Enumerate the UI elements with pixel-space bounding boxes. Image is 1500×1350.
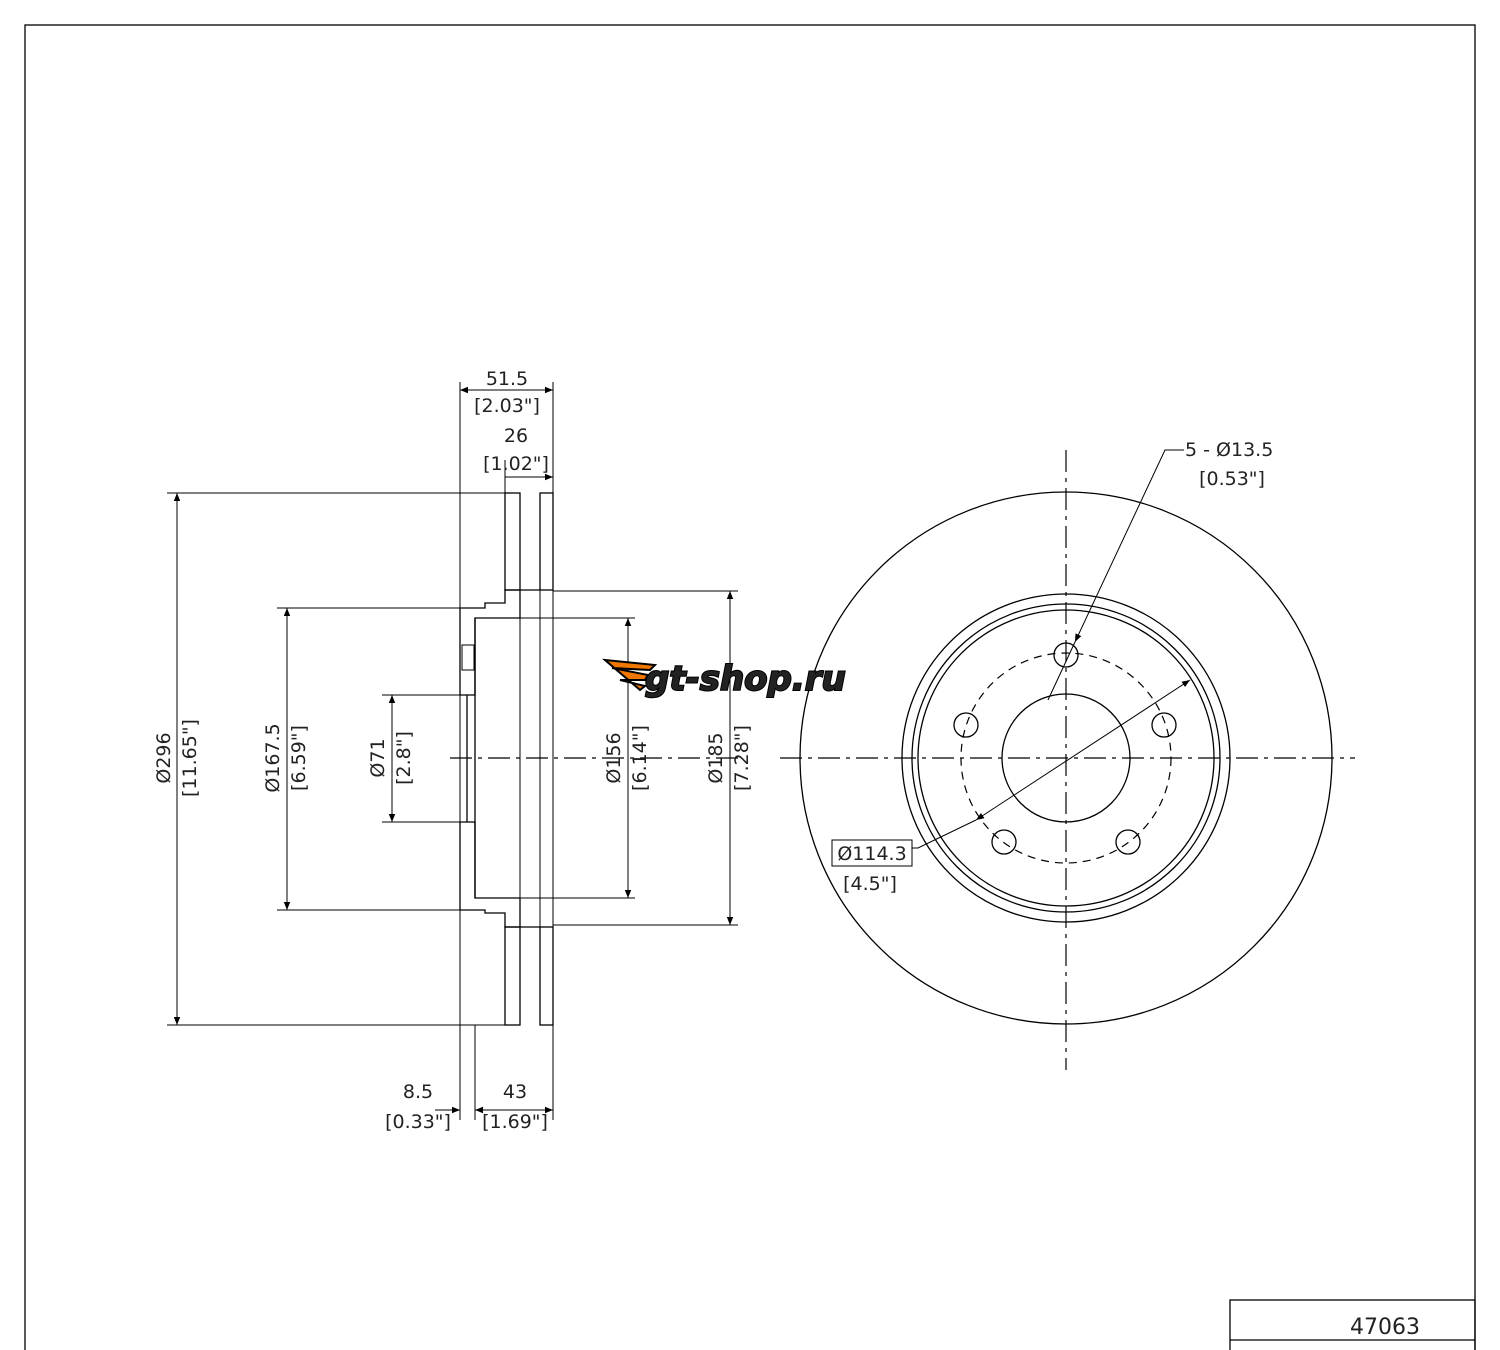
dim-bolt-holes-in: [0.53"] bbox=[1199, 468, 1265, 490]
title-block bbox=[1229, 1299, 1476, 1350]
dim-inner-diameter-in: [6.14"] bbox=[629, 725, 651, 791]
dim-overall-width-in: [2.03"] bbox=[474, 395, 540, 417]
dim-hat-diameter-in: [6.59"] bbox=[288, 725, 310, 791]
dim-hat-flange-in: [0.33"] bbox=[385, 1111, 451, 1133]
side-section-view bbox=[167, 382, 740, 1120]
dim-center-bore: Ø71 bbox=[367, 738, 389, 777]
dim-outer-diameter: Ø296 bbox=[153, 732, 175, 783]
dim-friction-diameter: Ø185 bbox=[705, 732, 727, 783]
dim-hat-height: 43 bbox=[503, 1081, 527, 1103]
dim-outer-diameter-in: [11.65"] bbox=[179, 719, 201, 797]
dim-disc-thickness: 26 bbox=[504, 425, 528, 447]
gt-shop-logo: gt-shop.ru bbox=[601, 658, 847, 700]
part-number: 47063 bbox=[1350, 1315, 1420, 1340]
dim-center-bore-in: [2.8"] bbox=[393, 731, 415, 785]
dim-bolt-holes: 5 - Ø13.5 bbox=[1185, 439, 1273, 461]
bolt-hole bbox=[1151, 712, 1177, 738]
bolt-hole bbox=[1115, 829, 1141, 855]
svg-text:gt-shop.ru: gt-shop.ru bbox=[645, 659, 846, 699]
dim-overall-width: 51.5 bbox=[486, 368, 528, 390]
dim-disc-thickness-in: [1.02"] bbox=[483, 453, 549, 475]
front-view bbox=[780, 449, 1355, 1070]
dim-inner-diameter: Ø156 bbox=[603, 732, 625, 783]
dim-hat-height-in: [1.69"] bbox=[482, 1111, 548, 1133]
dim-friction-diameter-in: [7.28"] bbox=[731, 725, 753, 791]
drawing-frame bbox=[24, 24, 1476, 1350]
bolt-hole bbox=[991, 829, 1017, 855]
dim-bolt-circle: Ø114.3 bbox=[837, 843, 906, 865]
dim-hat-flange: 8.5 bbox=[403, 1081, 433, 1103]
dim-hat-diameter: Ø167.5 bbox=[262, 723, 284, 792]
dim-bolt-circle-in: [4.5"] bbox=[843, 873, 897, 895]
bolt-hole bbox=[1053, 642, 1079, 668]
bolt-hole bbox=[953, 712, 979, 738]
